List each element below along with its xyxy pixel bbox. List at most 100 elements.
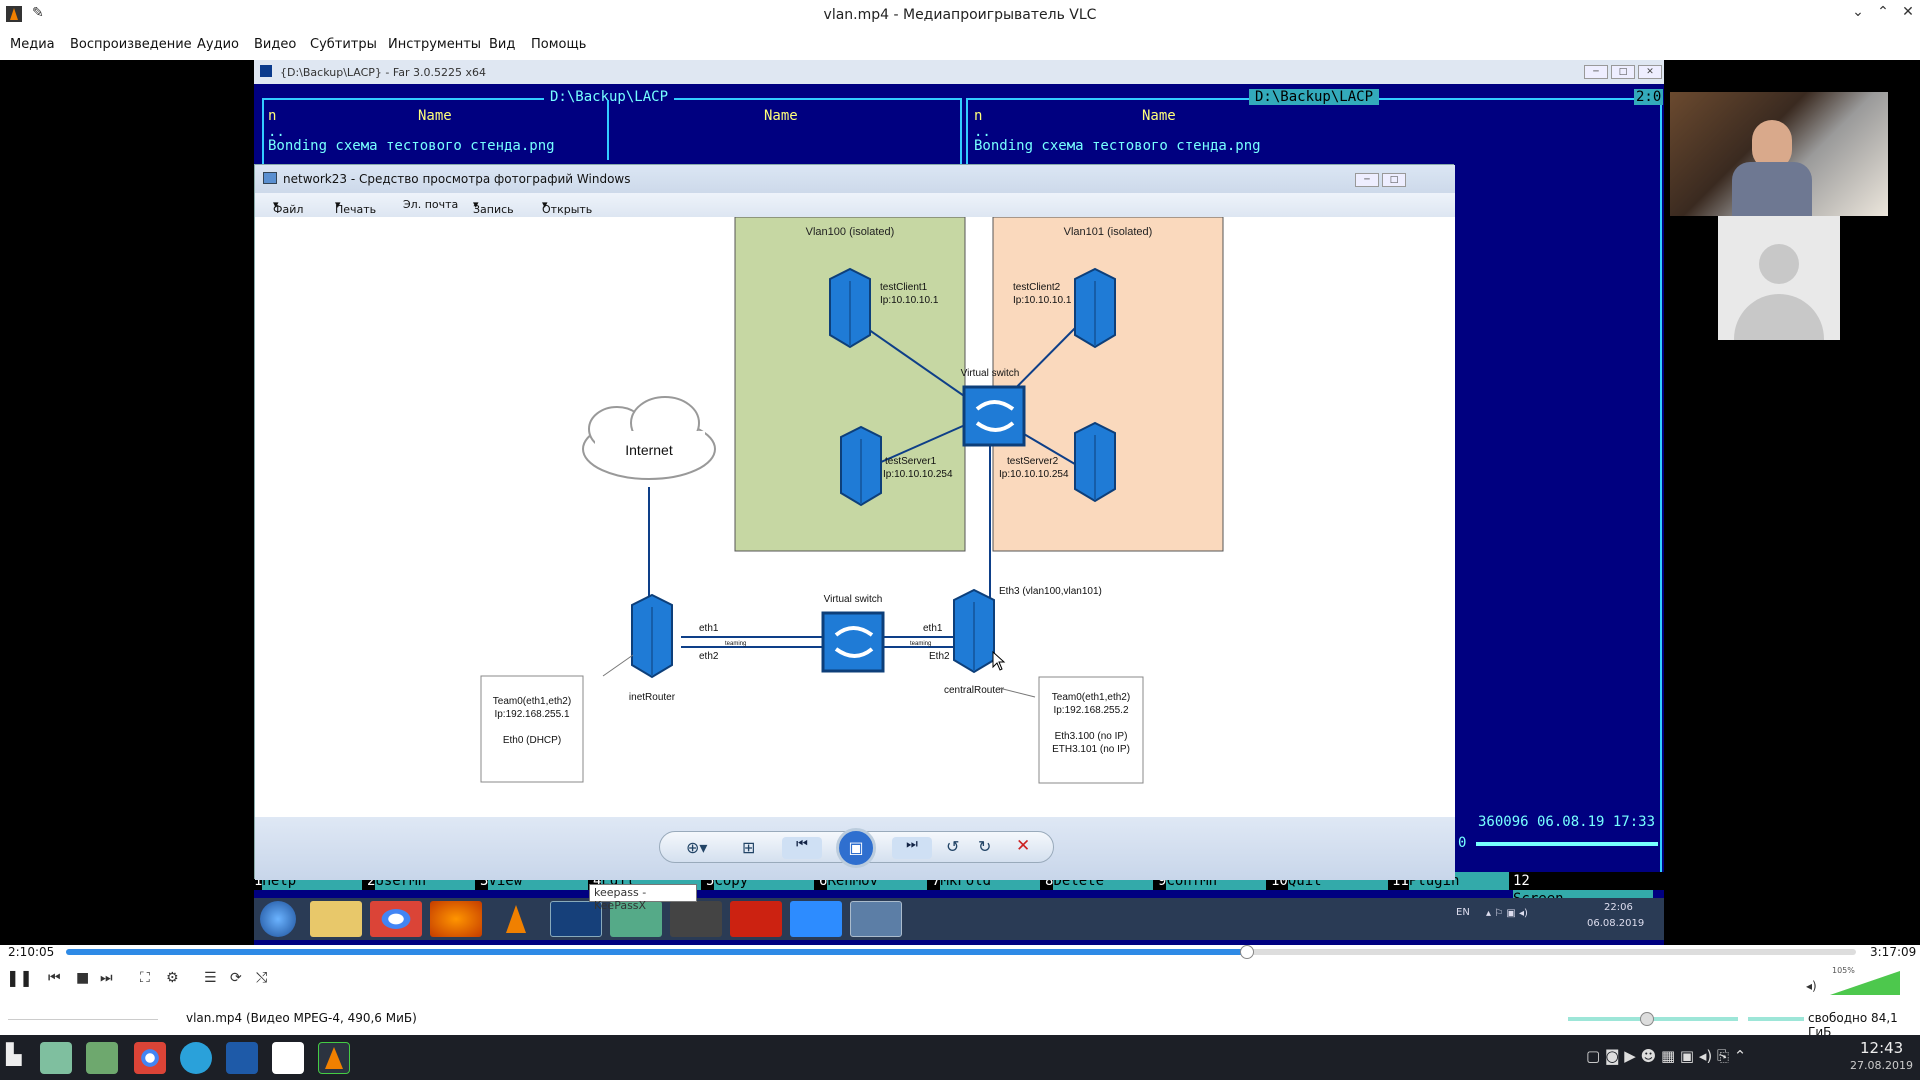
menu-video[interactable]: Видео <box>254 37 297 52</box>
menu-playback[interactable]: Воспроизведение <box>70 37 192 52</box>
vlc-taskbar-icon[interactable] <box>490 901 542 937</box>
shuffle-button[interactable]: ⤭ <box>256 970 268 986</box>
previous-chapter-button[interactable]: ⏮ <box>48 970 61 986</box>
client2-name: testClient2 <box>1013 282 1061 293</box>
rotate-left-icon[interactable]: ↺ <box>946 837 960 856</box>
vlan101-label: Vlan101 (isolated) <box>1064 226 1153 238</box>
previous-button[interactable]: ⏮ <box>782 837 822 859</box>
actual-size-icon[interactable]: ⊞ <box>742 838 756 857</box>
window-title: vlan.mp4 - Медиапроигрыватель VLC <box>823 7 1097 23</box>
far-close-button[interactable]: ✕ <box>1638 65 1662 79</box>
status-slider[interactable] <box>1568 1012 1738 1026</box>
fullscreen-button[interactable]: ⛶ <box>140 970 150 986</box>
far-file-right[interactable]: Bonding схема тестового стенда.png <box>974 138 1261 154</box>
explorer-icon[interactable] <box>310 901 362 937</box>
menu-help[interactable]: Помощь <box>531 37 587 52</box>
zoom-icon[interactable]: ⊕▾ <box>686 838 708 857</box>
photo-viewer-taskbar-icon[interactable] <box>850 901 902 937</box>
avatar-placeholder <box>1718 216 1840 340</box>
far-taskbar-icon[interactable] <box>550 901 602 937</box>
inner-clock-time: 22:06 <box>1604 902 1633 913</box>
next-button[interactable]: ⏭ <box>892 837 932 859</box>
minimize-button[interactable]: ⌄ <box>1852 4 1864 20</box>
menu-subtitles[interactable]: Субтитры <box>310 37 377 52</box>
pv-menu-burn[interactable]: Запись ▾ <box>473 198 514 216</box>
seek-bar[interactable] <box>66 945 1856 959</box>
pause-button[interactable]: ❚❚ <box>6 968 33 987</box>
volume-slider[interactable] <box>1830 971 1900 995</box>
elapsed-time[interactable]: 2:10:05 <box>8 945 55 959</box>
close-button[interactable]: ✕ <box>1902 4 1914 20</box>
far-left-path: D:\Backup\LACP <box>544 89 675 105</box>
status-file-info: vlan.mp4 (Видео MPEG-4, 490,6 МиБ) <box>186 1011 417 1025</box>
stop-button[interactable]: ■ <box>76 970 90 986</box>
telegram-icon[interactable] <box>180 1042 212 1074</box>
central-callout-line <box>998 687 1036 698</box>
snipping-icon[interactable] <box>670 901 722 937</box>
far-file-left[interactable]: Bonding схема тестового стенда.png <box>268 138 555 154</box>
far-right-col-n: n <box>974 108 983 124</box>
writer-icon[interactable] <box>226 1042 258 1074</box>
fkey-12[interactable]: 12Screen <box>1513 872 1664 908</box>
menu-view[interactable]: Вид <box>489 37 516 52</box>
start-orb-icon[interactable] <box>260 901 296 937</box>
files-icon[interactable] <box>86 1042 118 1074</box>
slack-icon[interactable] <box>272 1042 304 1074</box>
keepassx-icon[interactable] <box>610 901 662 937</box>
pv-maximize-button[interactable]: □ <box>1382 173 1406 187</box>
chrome-icon[interactable] <box>370 901 422 937</box>
far-column-divider <box>607 100 609 160</box>
server2-name: testServer2 <box>1007 456 1059 467</box>
far-updir[interactable]: .. <box>268 124 285 140</box>
server-icon-client2 <box>1074 267 1116 349</box>
slideshow-button[interactable]: ▣ <box>836 828 876 868</box>
menu-media[interactable]: Медиа <box>10 37 55 52</box>
vlan100-label: Vlan100 (isolated) <box>806 226 895 238</box>
firefox-icon[interactable] <box>430 901 482 937</box>
presenter-face <box>1752 120 1792 170</box>
pv-menu-file[interactable]: Файл ▾ <box>273 198 304 216</box>
far-maximize-button[interactable]: □ <box>1611 65 1635 79</box>
extended-settings-button[interactable]: ⚙ <box>166 970 179 986</box>
rotate-right-icon[interactable]: ↻ <box>978 837 992 856</box>
pv-menu-email[interactable]: Эл. почта <box>403 198 459 211</box>
maximize-button[interactable]: ⌃ <box>1877 4 1889 20</box>
far-manager-window: {D:\Backup\LACP} - Far 3.0.5225 x64 ─ □ … <box>254 60 1888 945</box>
server-icon-inet-router <box>631 593 673 679</box>
server1-name: testServer1 <box>885 456 937 467</box>
chrome-dock-icon[interactable] <box>134 1042 166 1074</box>
menu-audio[interactable]: Аудио <box>197 37 239 52</box>
eth2-label-b: Eth2 <box>929 651 950 662</box>
video-area[interactable]: {D:\Backup\LACP} - Far 3.0.5225 x64 ─ □ … <box>0 60 1920 945</box>
pv-menu-print[interactable]: Печать ▾ <box>335 198 377 216</box>
inner-tray-icons[interactable]: ▴ ⚐ ▣ ◂) <box>1486 908 1528 919</box>
vlc-dock-icon[interactable] <box>318 1042 350 1074</box>
far-right-updir[interactable]: .. <box>974 124 991 140</box>
far-col-name: Name <box>418 108 452 124</box>
far-minimize-button[interactable]: ─ <box>1584 65 1608 79</box>
clock-date: 27.08.2019 <box>1850 1059 1913 1072</box>
desktop-icon[interactable] <box>40 1042 72 1074</box>
seek-handle[interactable] <box>1240 945 1255 959</box>
tray-icons[interactable]: ▢ ◙ ▶ ☻ ▦ ▣ ◂) ⎘ ⌃ <box>1586 1047 1747 1065</box>
loop-button[interactable]: ⟳ <box>230 970 242 986</box>
teaming-label-a: teaming <box>725 641 746 647</box>
inet-callout-line <box>602 654 634 677</box>
far-icon <box>260 65 272 77</box>
acrobat-icon[interactable] <box>730 901 782 937</box>
pv-minimize-button[interactable]: ─ <box>1355 173 1379 187</box>
zoom-app-icon[interactable] <box>790 901 842 937</box>
next-chapter-button[interactable]: ⏭ <box>100 970 113 986</box>
volume-icon[interactable]: ◂) <box>1806 979 1817 993</box>
pv-menu-open[interactable]: Открыть ▾ <box>542 198 593 216</box>
menu-tools[interactable]: Инструменты <box>388 37 482 52</box>
photo-viewer-image[interactable]: Vlan100 (isolated) Vlan101 (isolated) <box>255 216 1455 817</box>
photo-viewer-menu: Файл ▾ Печать ▾ Эл. почта Запись ▾ Откры… <box>255 193 1455 217</box>
playlist-button[interactable]: ☰ <box>204 970 217 986</box>
vlc-menu-bar: Медиа Воспроизведение Аудио Видео Субтит… <box>0 30 1920 60</box>
app-menu-icon[interactable]: ▙ <box>6 1042 22 1066</box>
inner-lang[interactable]: EN <box>1456 907 1470 918</box>
delete-icon[interactable]: ✕ <box>1016 836 1031 856</box>
pin-icon[interactable]: ✎ <box>32 5 44 21</box>
server-icon-central-router <box>953 588 995 674</box>
